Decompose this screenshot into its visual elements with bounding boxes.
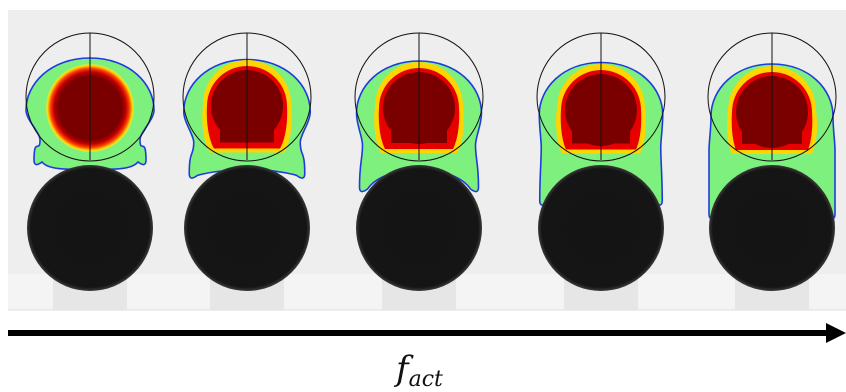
snapshot-2 xyxy=(182,32,312,310)
support-sphere xyxy=(538,165,664,291)
snapshot-4 xyxy=(536,32,666,310)
arrow-label-main: f xyxy=(396,349,409,389)
support-sphere xyxy=(709,165,835,291)
snapshot-panels xyxy=(25,32,837,310)
support-sphere xyxy=(184,165,310,291)
arrow-label: fact xyxy=(396,352,443,391)
arrow-head xyxy=(826,323,846,343)
support-sphere xyxy=(27,165,153,291)
arrow-label-subscript: act xyxy=(408,367,443,392)
snapshot-5 xyxy=(707,32,837,310)
snapshot-3 xyxy=(354,32,484,310)
support-sphere xyxy=(356,165,482,291)
progression-arrow xyxy=(8,323,846,343)
snapshot-1 xyxy=(25,32,155,310)
